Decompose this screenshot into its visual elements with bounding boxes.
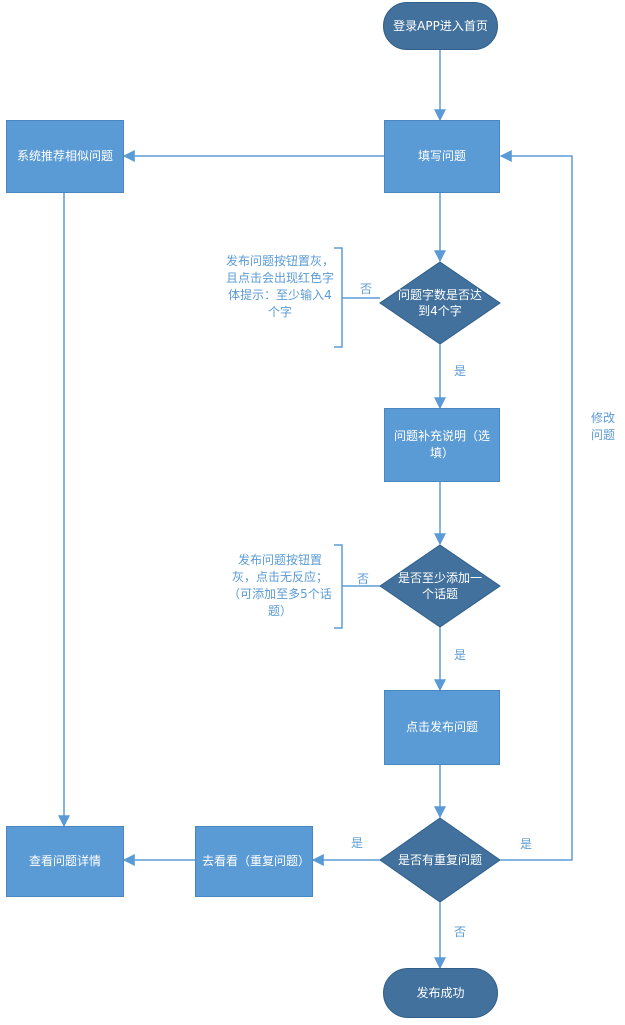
note-topic: 发布问题按钮置灰，点击无反应；（可添加至多5个话题） <box>228 553 332 618</box>
note-length-bracket <box>334 247 343 348</box>
label-length-no: 否 <box>360 282 373 296</box>
decision-topic-text: 是否至少添加一个话题 <box>397 571 482 601</box>
view-detail-box: 查看问题详情 <box>6 826 124 897</box>
click-publish-box: 点击发布问题 <box>384 690 500 765</box>
label-duplicate-no: 否 <box>454 925 467 939</box>
edge-duplicate-modify-loop <box>499 150 573 861</box>
note-length: 发布问题按钮置灰，且点击会出现红色字体提示：至少输入4个字 <box>226 254 335 319</box>
supplement-box: 问题补充说明（选填） <box>384 408 500 482</box>
label-duplicate-yes-right: 是 <box>520 837 533 851</box>
fill-question-box: 填写问题 <box>384 120 500 193</box>
label-topic-yes: 是 <box>454 648 467 662</box>
end-node: 发布成功 <box>383 968 498 1018</box>
label-duplicate-yes-left: 是 <box>351 836 364 850</box>
recommend-similar-box: 系统推荐相似问题 <box>6 120 124 193</box>
decision-length-text: 问题字数是否达到4个字 <box>397 288 482 318</box>
label-modify-question: 修改问题 <box>590 411 615 442</box>
label-topic-no: 否 <box>357 572 370 586</box>
start-node: 登录APP进入首页 <box>383 2 498 50</box>
decision-duplicate-text: 是否有重复问题 <box>397 853 482 867</box>
label-length-yes: 是 <box>454 364 467 378</box>
note-topic-bracket <box>334 544 343 629</box>
go-look-box: 去看看（重复问题） <box>195 826 313 897</box>
